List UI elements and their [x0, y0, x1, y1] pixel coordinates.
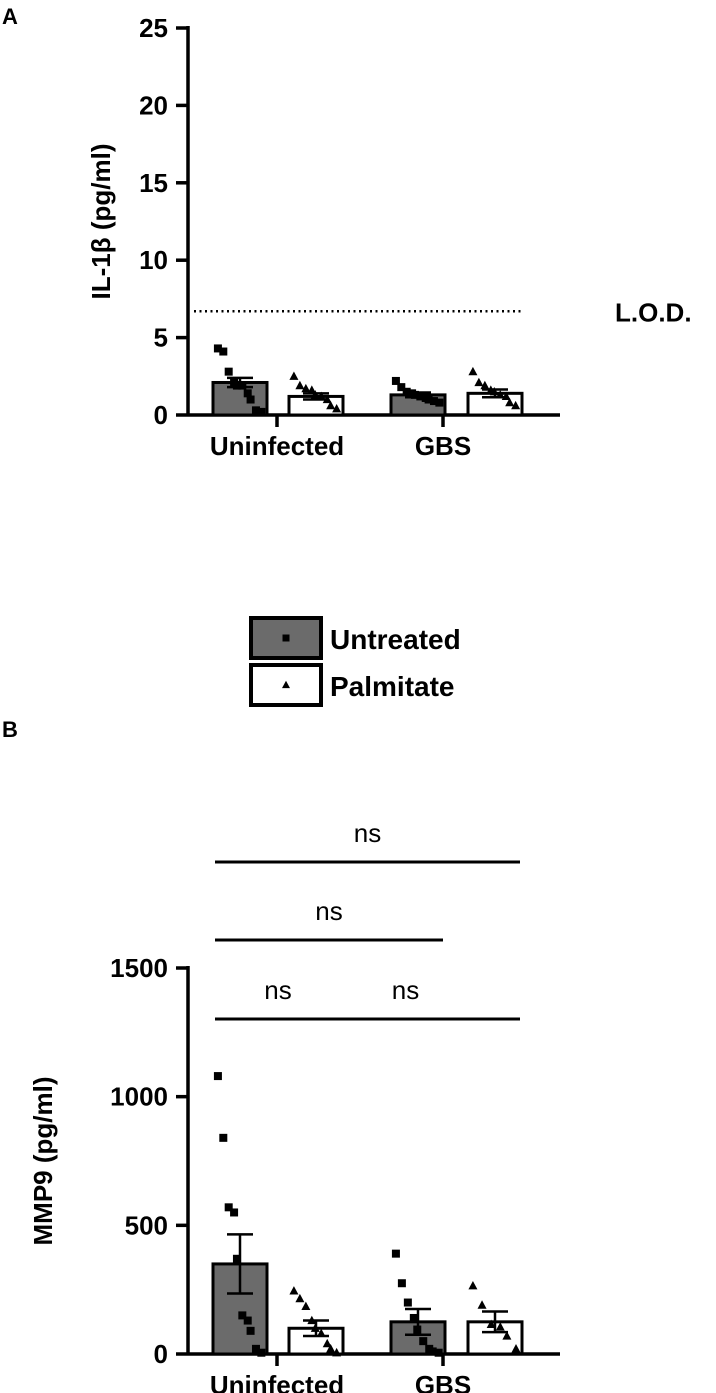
data-point	[435, 398, 444, 407]
data-point	[424, 395, 433, 404]
data-point	[391, 1249, 400, 1258]
x-tick-label: GBS	[415, 431, 471, 461]
legend-label: Untreated	[330, 624, 461, 655]
data-point	[402, 387, 411, 396]
data-point	[409, 1313, 418, 1322]
data-point	[307, 1315, 317, 1325]
data-point	[246, 395, 255, 404]
lod-label: L.O.D.	[615, 297, 692, 327]
data-point	[505, 397, 515, 407]
panel-letter: B	[2, 717, 18, 742]
data-point	[474, 377, 484, 387]
y-tick-label: 25	[139, 13, 168, 43]
data-point	[468, 366, 478, 376]
x-tick-label: GBS	[415, 1370, 471, 1393]
panel-letter: A	[2, 4, 18, 29]
data-point	[511, 400, 521, 410]
data-point	[232, 1254, 241, 1263]
data-point	[511, 1344, 521, 1353]
data-point	[477, 1300, 487, 1309]
data-point	[397, 1279, 406, 1288]
data-point	[219, 1133, 228, 1142]
data-point	[310, 1323, 320, 1332]
data-point	[495, 390, 505, 399]
data-point	[322, 1338, 332, 1348]
data-point	[413, 1325, 422, 1334]
data-point	[230, 1208, 239, 1217]
data-point	[224, 367, 233, 376]
y-tick-label: 0	[154, 1339, 168, 1369]
y-tick-label: 10	[139, 245, 168, 275]
data-point	[310, 390, 320, 399]
data-point	[238, 1311, 247, 1320]
data-point	[501, 391, 511, 401]
y-tick-label: 0	[154, 400, 168, 430]
data-point	[289, 371, 299, 380]
y-tick-label: 20	[139, 90, 168, 120]
data-point	[257, 407, 266, 416]
data-point	[419, 1337, 428, 1346]
data-point	[213, 344, 222, 353]
data-point	[410, 390, 419, 399]
data-point	[429, 397, 438, 406]
data-point	[295, 380, 305, 390]
y-axis-label: IL-1β (pg/ml)	[86, 144, 116, 300]
data-point	[238, 381, 247, 390]
data-point	[307, 385, 317, 394]
data-point	[502, 1331, 512, 1340]
data-point	[243, 1316, 252, 1325]
data-point	[316, 391, 326, 401]
y-tick-label: 15	[139, 168, 168, 198]
data-point	[403, 1298, 412, 1307]
data-point	[326, 1344, 336, 1353]
significance-label: ns	[354, 818, 381, 848]
y-tick-label: 1500	[110, 953, 168, 983]
legend-label: Palmitate	[330, 671, 455, 702]
data-point	[428, 1347, 437, 1356]
data-point	[332, 1347, 342, 1357]
data-point	[224, 1203, 233, 1212]
y-tick-label: 500	[125, 1210, 168, 1240]
data-point	[416, 392, 425, 401]
data-point	[232, 381, 241, 390]
legend-marker	[282, 680, 290, 689]
y-axis-label: MMP9 (pg/ml)	[28, 1077, 58, 1246]
data-point	[316, 1328, 326, 1338]
data-point	[295, 1293, 305, 1303]
y-tick-label: 1000	[110, 1082, 168, 1112]
data-point	[246, 1326, 255, 1335]
data-point	[495, 1322, 505, 1331]
data-point	[434, 1348, 443, 1357]
data-point	[397, 383, 406, 392]
data-point	[391, 376, 400, 385]
data-point	[322, 394, 332, 404]
data-point	[243, 389, 252, 398]
data-point	[289, 1286, 299, 1295]
legend-marker	[282, 634, 290, 642]
significance-label: ns	[315, 896, 342, 926]
data-point	[257, 1348, 266, 1357]
data-point	[326, 400, 336, 410]
data-point	[489, 386, 499, 396]
x-tick-label: Uninfected	[210, 431, 344, 461]
data-point	[251, 406, 260, 415]
data-point	[468, 1281, 478, 1290]
data-point	[301, 383, 311, 393]
data-point	[332, 404, 342, 413]
data-point	[213, 1072, 222, 1081]
data-point	[219, 347, 228, 356]
significance-label: ns	[264, 975, 291, 1005]
data-point	[251, 1344, 260, 1353]
y-tick-label: 5	[154, 323, 168, 353]
significance-label: ns	[392, 975, 419, 1005]
data-point	[301, 1301, 311, 1310]
x-tick-label: Uninfected	[210, 1370, 344, 1393]
data-point	[486, 1319, 496, 1329]
data-point	[480, 380, 490, 390]
